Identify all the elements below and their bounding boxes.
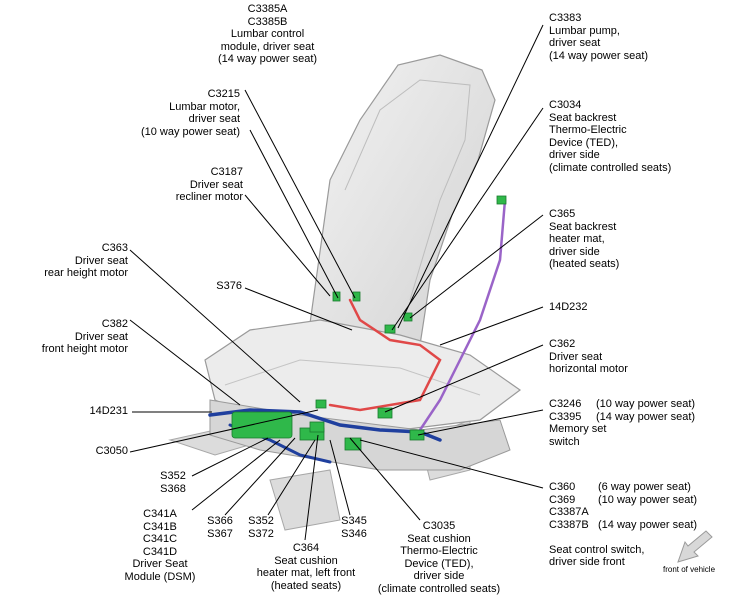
label-s352-s368: S352 S368 bbox=[160, 470, 186, 495]
label-c3035: C3035 Seat cushion Thermo-Electric Devic… bbox=[377, 520, 501, 595]
leader-lines bbox=[129, 24, 544, 541]
label-c341-dsm: C341A C341B C341C C341D Driver Seat Modu… bbox=[124, 508, 196, 583]
label-c360-types: (6 way power seat) (10 way power seat) (… bbox=[598, 481, 698, 531]
label-c362: C362 Driver seat horizontal motor bbox=[549, 338, 628, 375]
label-s366-s367: S366 S367 bbox=[207, 515, 233, 540]
label-c3383: C3383 Lumbar pump, driver seat (14 way p… bbox=[549, 12, 649, 62]
label-c365: C365 Seat backrest heater mat, driver si… bbox=[549, 208, 620, 270]
label-c3187: C3187 Driver seat recliner motor bbox=[175, 166, 243, 203]
label-c3246-c3395: C3246 C3395 Memory set switch bbox=[549, 398, 607, 448]
label-s376: S376 bbox=[216, 280, 242, 292]
label-front-of-vehicle: front of vehicle bbox=[663, 565, 716, 574]
label-c3050: C3050 bbox=[95, 445, 128, 457]
label-c3246-c3395-types: (10 way power seat) (14 way power seat) bbox=[596, 398, 696, 423]
front-of-vehicle-arrow bbox=[677, 530, 713, 563]
label-c382: C382 Driver seat front height motor bbox=[41, 318, 128, 355]
label-14d231: 14D231 bbox=[89, 405, 128, 417]
label-s352-s372: S352 S372 bbox=[248, 515, 274, 540]
label-c3385: C3385A C3385B Lumbar control module, dri… bbox=[218, 3, 318, 65]
label-c363: C363 Driver seat rear height motor bbox=[44, 242, 128, 279]
label-s345-s346: S345 S346 bbox=[341, 515, 367, 540]
label-c364: C364 Seat cushion heater mat, left front… bbox=[256, 542, 356, 592]
label-c3215: C3215 Lumbar motor, driver seat (10 way … bbox=[140, 88, 240, 138]
connectors bbox=[231, 195, 507, 451]
label-14d232: 14D232 bbox=[549, 301, 588, 313]
label-c360-group: C360 C369 C3387A C3387B Seat control swi… bbox=[549, 481, 645, 568]
label-c3034: C3034 Seat backrest Thermo-Electric Devi… bbox=[549, 99, 672, 174]
